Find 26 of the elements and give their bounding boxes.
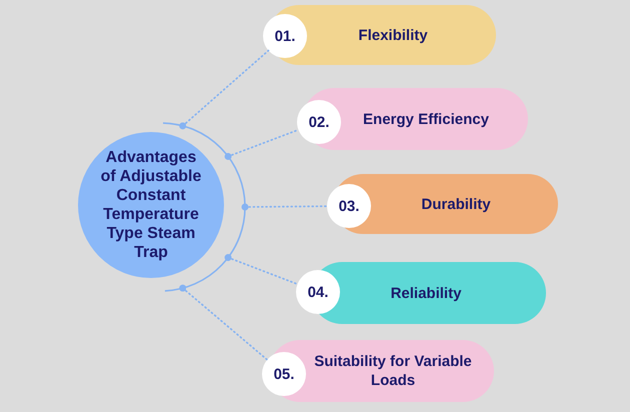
- advantage-pill: [326, 174, 558, 234]
- step-number: 01.: [274, 28, 296, 44]
- number-circle: [262, 352, 306, 396]
- advantage-pill: [262, 5, 496, 65]
- step-number: 03.: [338, 198, 360, 214]
- dotted-connector: [224, 254, 298, 285]
- step-number: 05.: [274, 366, 294, 382]
- advantage-pill: [295, 262, 546, 324]
- number-circle: [327, 184, 371, 228]
- advantage-pill: [261, 340, 494, 402]
- dotted-connector: [179, 284, 268, 361]
- number-circle: [297, 100, 341, 144]
- step-number: 02.: [308, 114, 330, 130]
- number-circle: [296, 270, 340, 314]
- advantage-pill: [296, 88, 528, 150]
- number-circle: [263, 14, 307, 58]
- advantage-label: Durability: [421, 194, 491, 214]
- topic-title: Advantages of Adjustable Constant Temperature Type Steam Trap: [100, 148, 202, 262]
- advantage-label: Reliability: [390, 284, 462, 302]
- dotted-connector: [242, 204, 328, 210]
- dotted-connector: [179, 50, 270, 130]
- advantage-label: Flexibility: [358, 26, 428, 44]
- advantage-label: Suitability for Variable Loads: [313, 352, 473, 390]
- step-number: 04.: [308, 284, 328, 300]
- dotted-connector: [224, 128, 300, 160]
- advantage-label: Energy Efficiency: [363, 110, 489, 128]
